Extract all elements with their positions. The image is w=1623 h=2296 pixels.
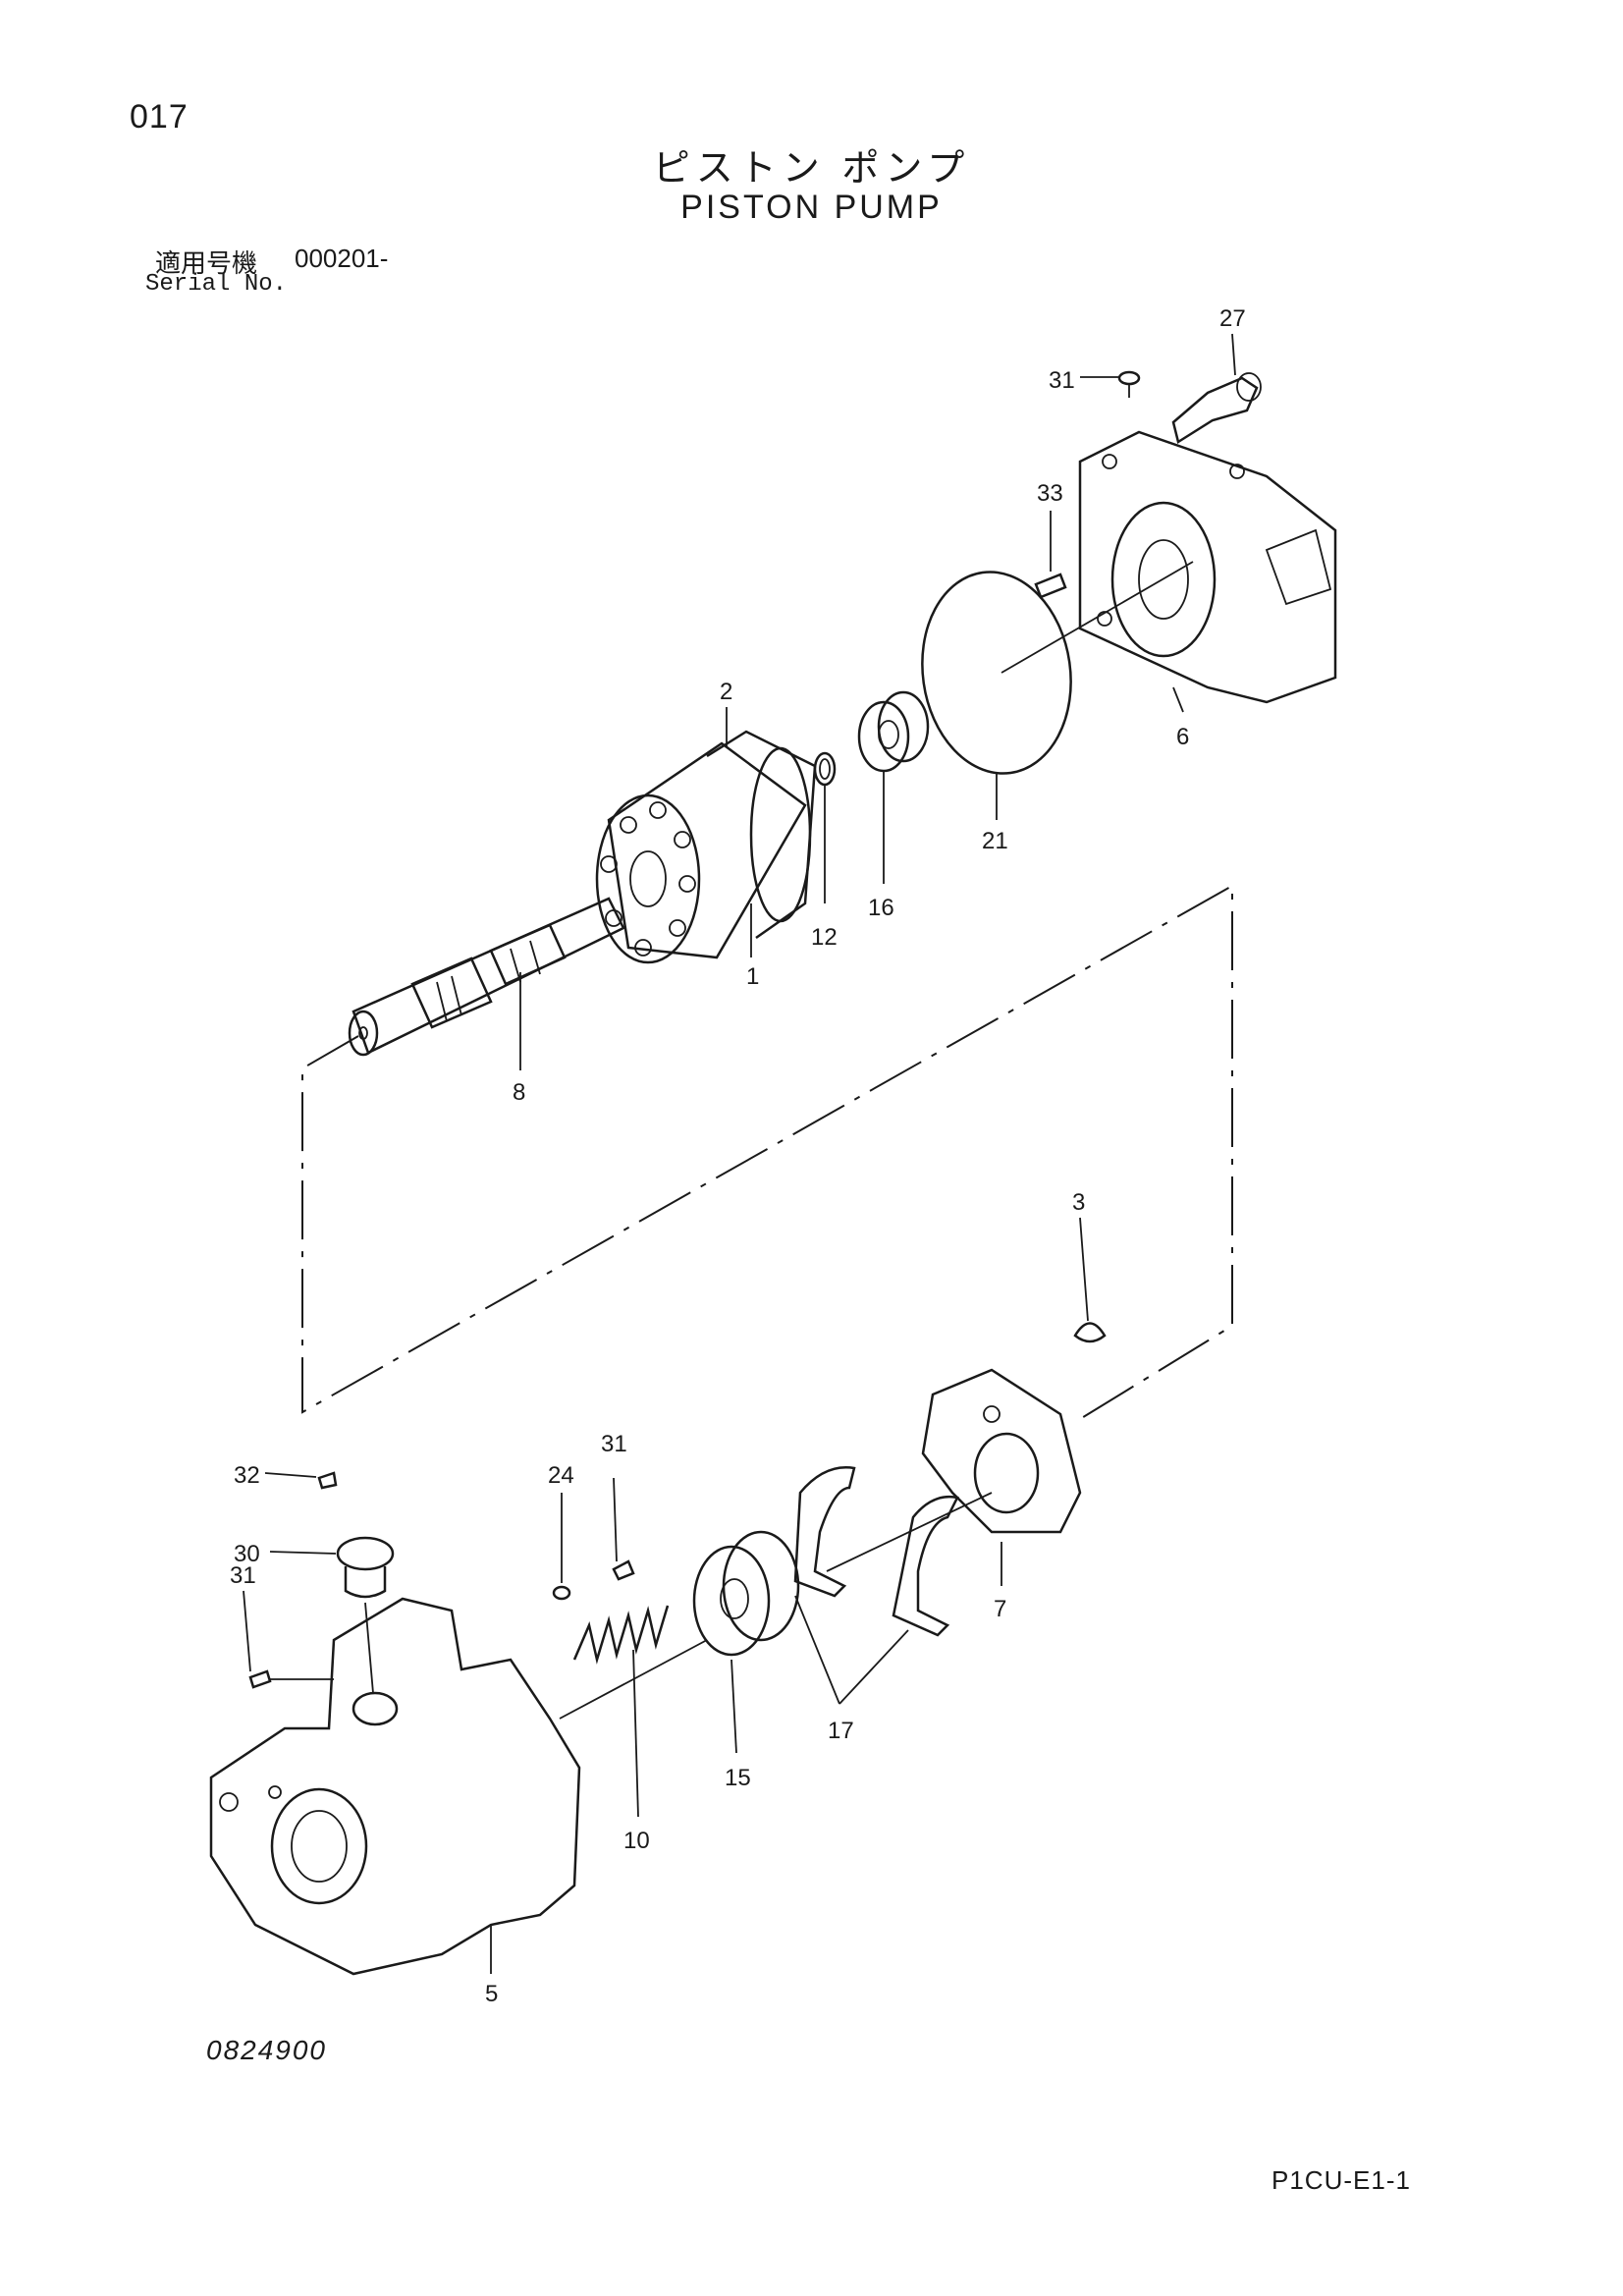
sheet-code: P1CU-E1-1 (1271, 2165, 1411, 2195)
page-title-japanese: ピストン ポンプ (652, 148, 971, 190)
part-30-plug (336, 1536, 395, 1599)
part-1-cylinder-block (595, 741, 807, 964)
part-31-lower-screw (248, 1669, 272, 1689)
part-15-bearing (692, 1530, 800, 1657)
part-17-cradle-bearings (793, 1466, 959, 1637)
callout-5: 5 (485, 1981, 498, 2007)
callout-6: 6 (1176, 724, 1189, 750)
part-16-bearing (857, 690, 930, 773)
leader-lines (243, 333, 1236, 1974)
callout-2: 2 (720, 679, 732, 705)
part-7-swash-plate (921, 1368, 1082, 1534)
page-number: 017 (130, 98, 189, 136)
page-title: PISTON PUMP (680, 189, 943, 226)
part-21-o-ring (921, 571, 1072, 775)
callout-10: 10 (623, 1828, 650, 1854)
callout-1: 1 (746, 963, 759, 990)
callout-16: 16 (868, 895, 894, 921)
part-33-pin (1034, 573, 1067, 599)
callout-3: 3 (1072, 1189, 1085, 1216)
drawing-number: 0824900 (206, 2035, 328, 2065)
callout-21: 21 (982, 828, 1008, 854)
callout-7: 7 (994, 1596, 1006, 1622)
callout-31-mid: 31 (601, 1431, 627, 1457)
serial-label: Serial No. (145, 271, 288, 298)
callout-31-lower: 31 (230, 1562, 256, 1589)
callout-15: 15 (725, 1765, 751, 1791)
callout-27: 27 (1219, 305, 1246, 332)
part-31-upper-screw (1117, 370, 1141, 398)
part-6-end-cover (1078, 430, 1337, 704)
callout-33: 33 (1037, 480, 1063, 507)
assembly-axis-lines (301, 561, 1233, 1720)
part-10-spring (572, 1605, 670, 1665)
part-2-piston-sleeve (706, 730, 817, 940)
callout-12: 12 (811, 924, 838, 951)
serial-range: 000201- (295, 244, 389, 273)
callout-31-upper: 31 (1049, 367, 1075, 394)
callout-24: 24 (548, 1462, 574, 1489)
part-31-mid-screw (612, 1559, 635, 1581)
part-24-o-ring (552, 1585, 571, 1601)
part-5-pump-housing (209, 1597, 581, 1976)
callout-32: 32 (234, 1462, 260, 1489)
callout-17: 17 (828, 1718, 854, 1744)
callout-8: 8 (513, 1079, 525, 1106)
part-3-shoe (1073, 1322, 1107, 1343)
part-32-screw (317, 1471, 338, 1490)
part-12-snap-ring (813, 751, 837, 787)
callout-30: 30 (234, 1541, 260, 1567)
callout-labels: 2 1 12 16 21 8 6 31 27 33 3 7 17 15 10 2… (230, 305, 1246, 2007)
part-27-bolt (1171, 372, 1262, 444)
part-8-shaft (348, 897, 625, 1057)
serial-label-japanese: 適用号機 (155, 248, 258, 278)
